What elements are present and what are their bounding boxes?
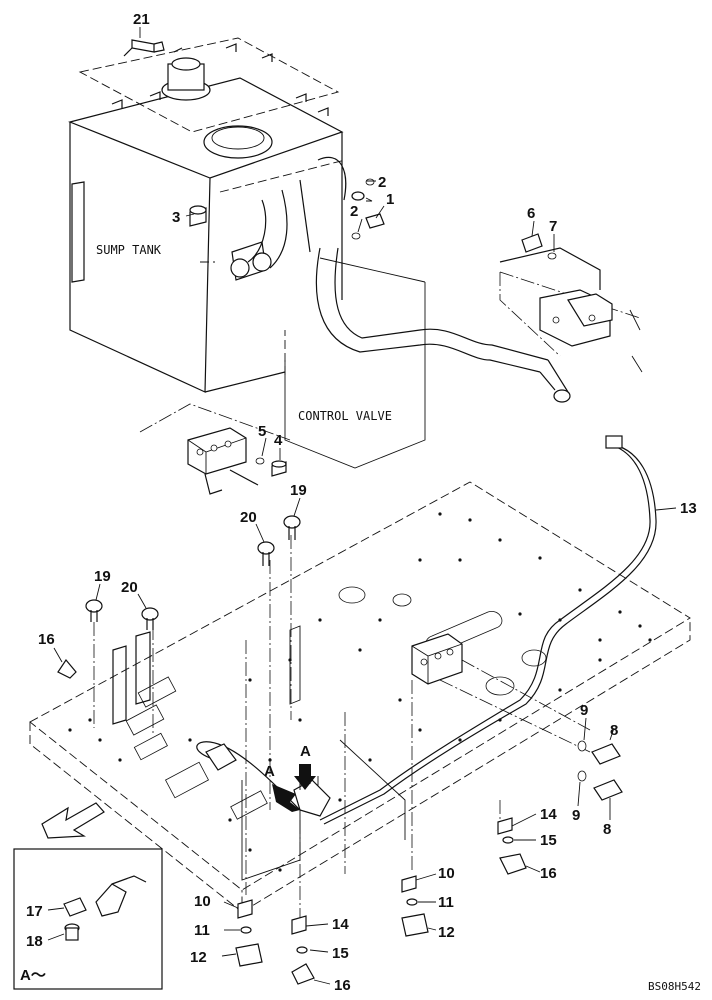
callout-4: 4 xyxy=(274,432,283,449)
callout-6: 6 xyxy=(527,205,535,222)
connector-block xyxy=(411,633,591,753)
callout-12-middle: 12 xyxy=(438,924,455,941)
leader-lines xyxy=(47,27,677,985)
callout-20-left: 20 xyxy=(121,579,138,596)
callout-15-lower: 15 xyxy=(332,945,349,962)
callout-11-middle: 11 xyxy=(438,894,454,911)
small-parts xyxy=(57,39,623,985)
callout-19-upper: 19 xyxy=(290,482,307,499)
callout-16-left: 16 xyxy=(38,631,55,648)
callout-11-lower: 11 xyxy=(194,922,210,939)
callout-10-lower: 10 xyxy=(194,893,211,910)
front-direction-arrow xyxy=(41,802,105,839)
callout-2-upper: 2 xyxy=(378,174,386,191)
callout-13: 13 xyxy=(680,500,697,517)
callout-15-right: 15 xyxy=(540,832,557,849)
callout-17: 17 xyxy=(26,903,43,920)
harness xyxy=(196,435,657,825)
callout-5: 5 xyxy=(258,423,266,440)
callout-19-left: 19 xyxy=(94,568,111,585)
callout-20-upper: 20 xyxy=(240,509,257,526)
callout-2-lower: 2 xyxy=(350,203,358,220)
arrow-a-label-1: A xyxy=(264,763,275,780)
callout-1: 1 xyxy=(386,191,394,208)
floor-plate xyxy=(29,481,691,920)
callout-9-lower: 9 xyxy=(572,807,580,824)
callout-16-right: 16 xyxy=(540,865,557,882)
callout-10-middle: 10 xyxy=(438,865,455,882)
callout-3: 3 xyxy=(172,209,180,226)
sump-tank xyxy=(68,37,347,393)
callout-8-lower: 8 xyxy=(603,821,611,838)
callout-12-lower: 12 xyxy=(190,949,207,966)
callout-8-upper: 8 xyxy=(610,722,618,739)
control-valve-label: CONTROL VALVE xyxy=(298,409,392,423)
callout-7: 7 xyxy=(549,218,557,235)
callout-numbers: 21 2 1 2 3 6 7 5 4 19 20 13 19 20 16 9 8… xyxy=(26,11,697,994)
sump-tank-label: SUMP TANK xyxy=(96,243,162,257)
callout-16-lower: 16 xyxy=(334,977,351,994)
detail-a-label: A～ xyxy=(20,967,46,984)
callout-18: 18 xyxy=(26,933,43,950)
callout-9-upper: 9 xyxy=(580,702,588,719)
drawing-code: BS08H542 xyxy=(648,980,701,993)
control-valve xyxy=(284,247,571,469)
valve-bracket-assembly xyxy=(499,247,643,373)
callout-21: 21 xyxy=(133,11,150,28)
view-a-arrows xyxy=(272,764,316,812)
manifold-block xyxy=(139,403,291,495)
callout-14-right: 14 xyxy=(540,806,557,823)
callout-14-lower: 14 xyxy=(332,916,349,933)
detail-a-inset xyxy=(13,848,163,990)
arrow-a-label-2: A xyxy=(300,743,311,760)
